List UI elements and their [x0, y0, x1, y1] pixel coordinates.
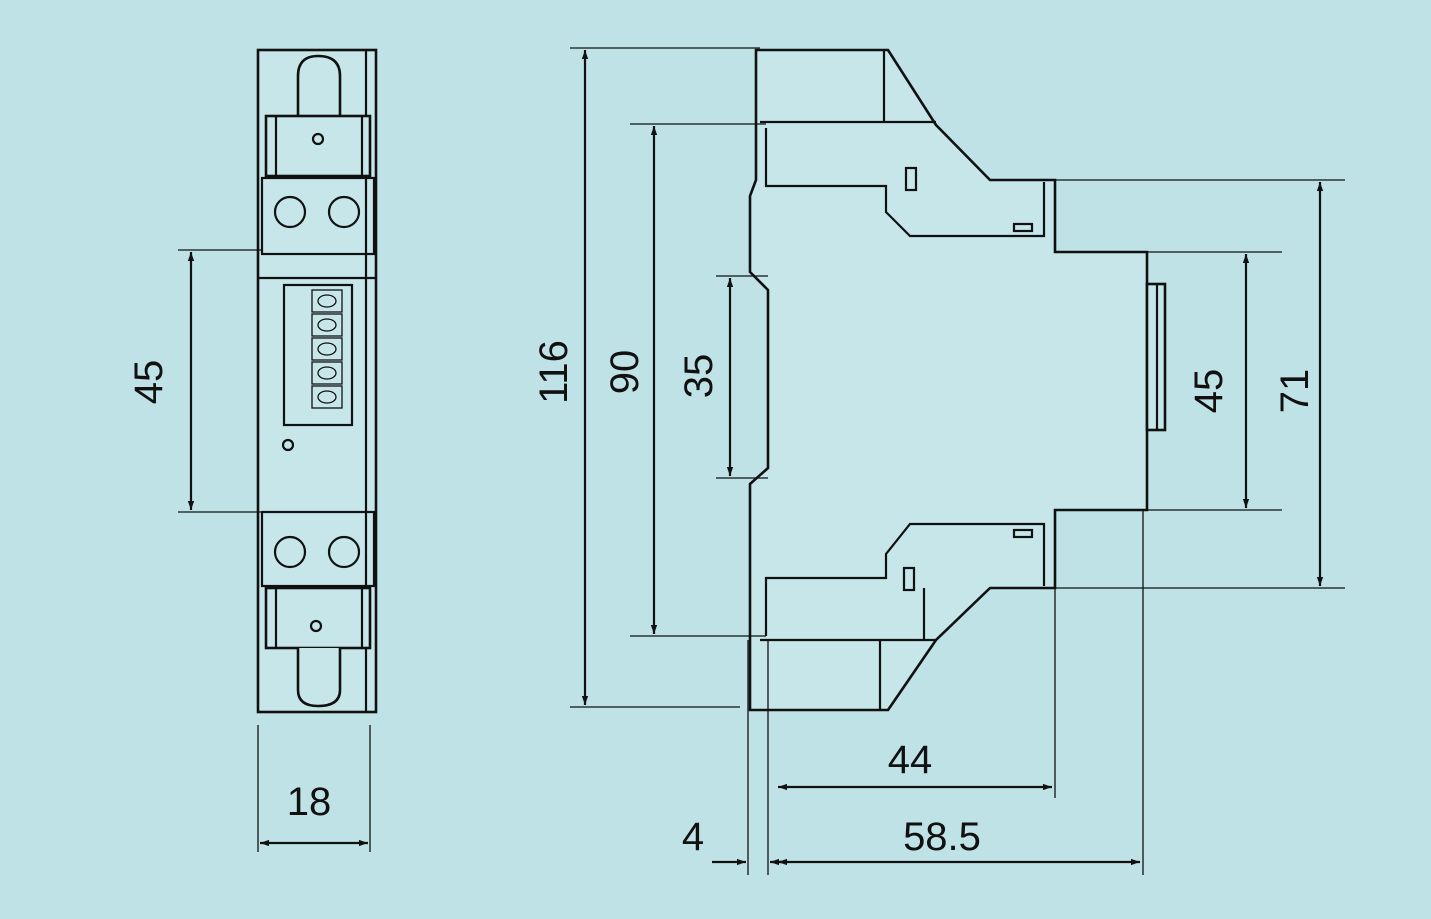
bottom-terminal-screw-left	[273, 535, 307, 569]
side-view: 116 90 35 45 71 44 58.5	[532, 47, 1345, 875]
upper-latch-slot	[904, 166, 918, 192]
top-din-clip	[296, 54, 342, 116]
inner-height-label: 90	[603, 350, 647, 395]
bottom-terminal-screw-right	[327, 535, 361, 569]
counter-digits	[311, 289, 343, 409]
shoulder-height-label: 71	[1273, 369, 1317, 414]
depth-label: 44	[888, 738, 933, 782]
lower-latch-slot	[902, 566, 916, 592]
bottom-clip-block	[264, 586, 372, 650]
top-terminal-screw-right	[327, 195, 361, 229]
top-terminal-block	[260, 176, 376, 256]
top-terminal-screw-left	[273, 195, 307, 229]
top-clip-block	[264, 114, 372, 178]
bottom-clip-hole	[309, 619, 323, 633]
overall-depth-label: 58.5	[903, 815, 981, 859]
front-view: 45 18	[127, 48, 378, 852]
offset-label: 4	[682, 815, 704, 859]
top-clip-hole	[311, 132, 325, 146]
rail-label: 35	[677, 354, 721, 399]
overall-height-label: 116	[532, 340, 576, 404]
bottom-din-clip	[296, 648, 342, 708]
side-housing-outline	[748, 48, 1149, 712]
led-indicator	[281, 438, 295, 452]
bottom-terminal-block	[260, 510, 376, 588]
upper-vent	[1012, 222, 1034, 233]
front-width-label: 18	[287, 780, 332, 824]
counter-window	[282, 283, 354, 427]
lower-vent	[1012, 528, 1034, 539]
face-height-label: 45	[1187, 369, 1231, 414]
front-height-label: 45	[127, 360, 171, 405]
